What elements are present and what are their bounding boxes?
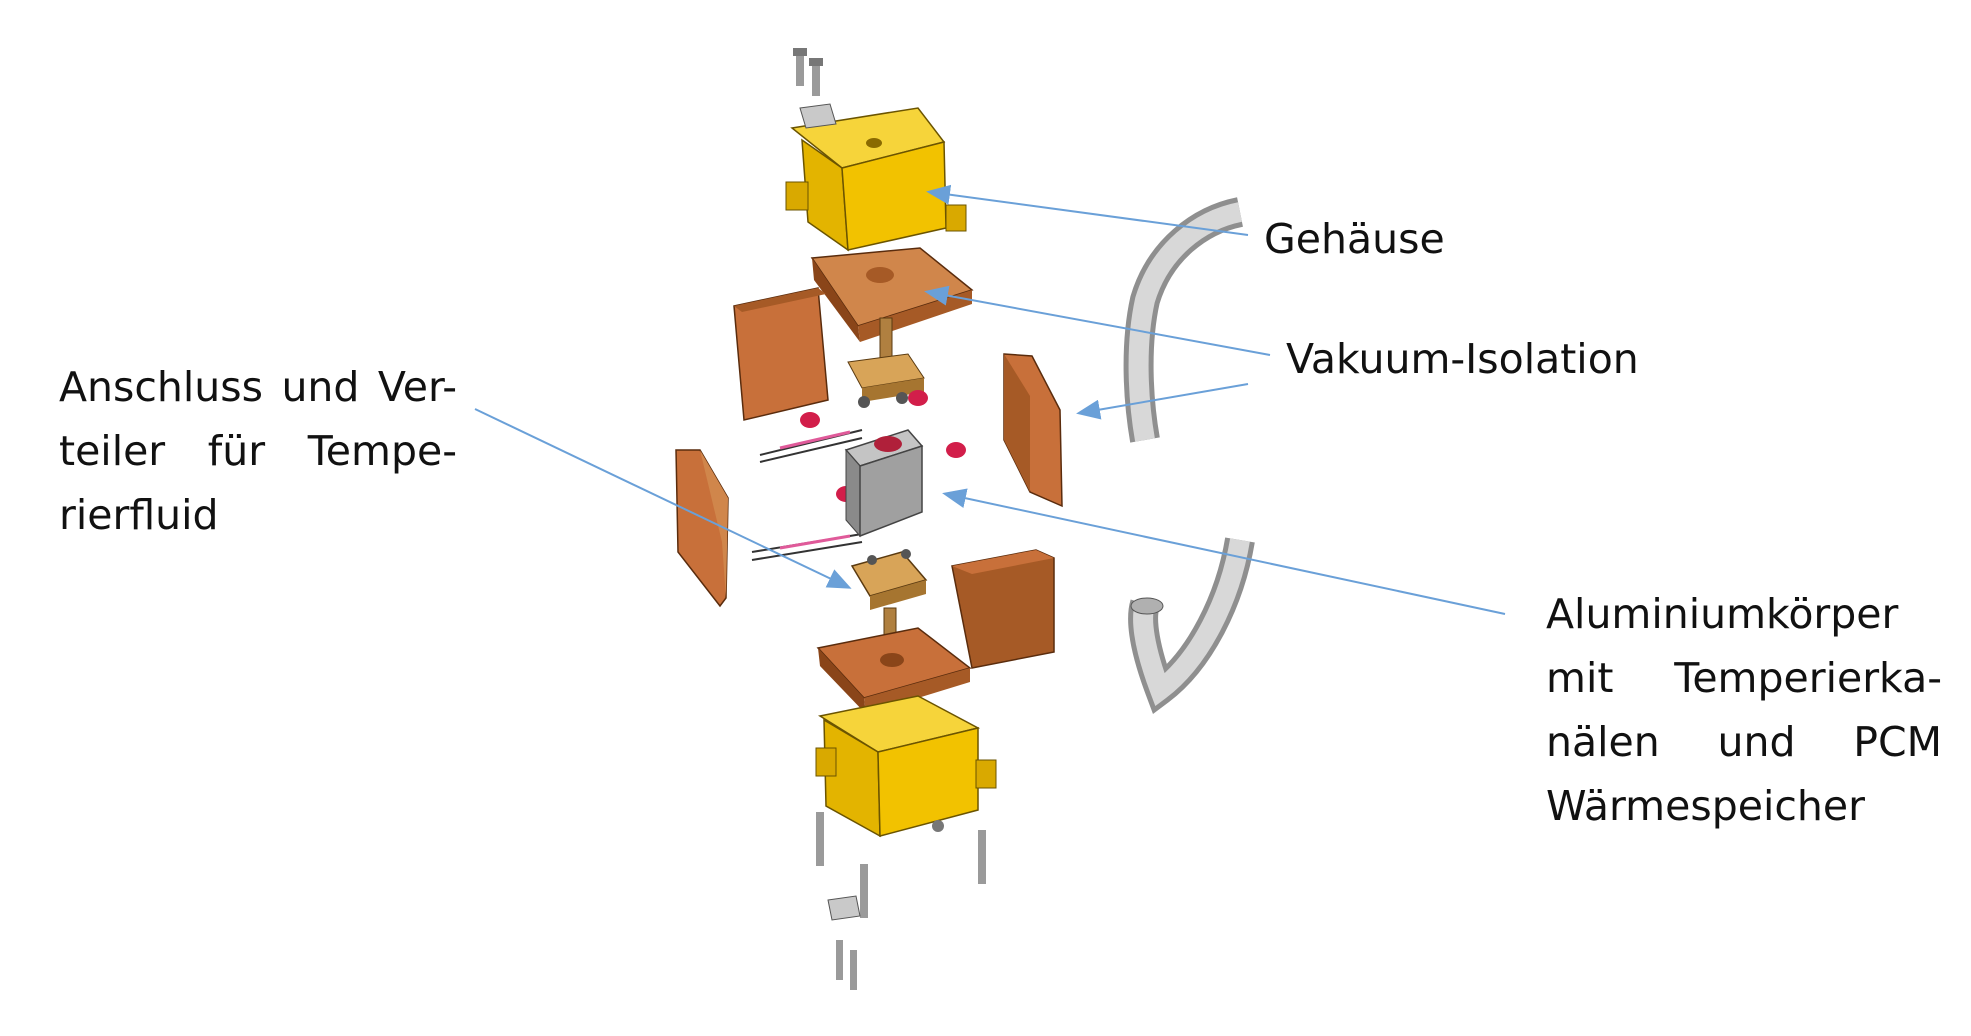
callout-anschluss <box>474 408 852 589</box>
label-aluminium-line-4: Wärmespeicher <box>1546 782 1865 830</box>
label-aluminium-line-2: mit Temperierka- <box>1546 654 1942 702</box>
insulation-block-left-top <box>733 287 829 421</box>
label-aluminium-line-1: Aluminiumkörper <box>1546 590 1899 638</box>
lower-insulation <box>816 549 1055 714</box>
upper-manifold <box>847 317 925 408</box>
callout-vakuum-plate <box>924 285 1271 356</box>
insulation-block-left-bottom <box>675 449 729 608</box>
label-aluminium-line-3: nälen und PCM <box>1546 718 1942 766</box>
vacuum-pipe <box>1123 197 1255 715</box>
bottom-screws <box>816 812 986 990</box>
insulation-block-right <box>1003 353 1063 508</box>
upper-housing <box>785 103 967 252</box>
label-aluminiumkoerper: Aluminiumkörper mit Temperierka- nälen u… <box>1546 582 1942 838</box>
callout-aluminium <box>942 488 1506 615</box>
label-vakuum-isolation: Vakuum-Isolation <box>1286 335 1639 383</box>
label-anschluss-verteiler: Anschluss und Ver- teiler für Tempe- rie… <box>59 355 457 547</box>
callout-lines <box>474 184 1506 615</box>
callout-gehaeuse <box>926 184 1249 236</box>
label-anschluss-line-2: teiler für Tempe- <box>59 427 457 475</box>
label-gehaeuse: Gehäuse <box>1264 215 1445 263</box>
lower-manifold <box>850 549 928 651</box>
label-anschluss-line-3: rierfluid <box>59 491 219 539</box>
top-screws <box>793 48 823 96</box>
label-anschluss-line-1: Anschluss und Ver- <box>59 363 457 411</box>
lower-housing <box>815 695 997 838</box>
aluminium-body <box>844 429 924 538</box>
callout-vakuum-block <box>1076 383 1249 420</box>
